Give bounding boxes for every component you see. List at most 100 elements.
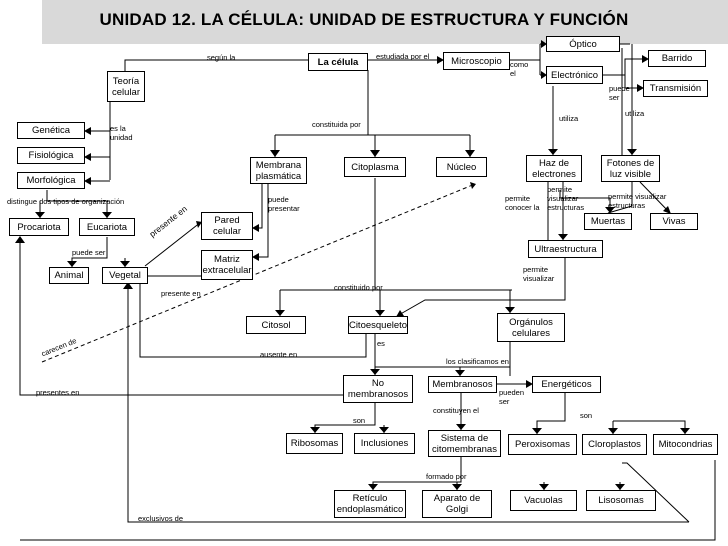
arrow-pared-veg <box>196 221 202 228</box>
node-morfologica: Morfológica <box>17 172 85 189</box>
node-electronico: Electrónico <box>546 66 603 84</box>
arrow-golgi <box>452 484 462 490</box>
arrow-pared <box>252 224 259 232</box>
arrow-ultra-citoesq <box>396 310 404 317</box>
arrow-fisiologica <box>84 153 91 161</box>
label-como-el: como el <box>510 60 529 78</box>
node-peroxisomas: Peroxisomas <box>508 434 577 455</box>
arrow-no-membranosos <box>370 369 380 375</box>
node-ultraestructura: Ultraestructura <box>528 240 603 258</box>
arrow-microscopio <box>437 56 444 64</box>
label-ausente-en: ausente en <box>260 350 298 359</box>
node-teoria-celular: Teoría celular <box>107 71 145 102</box>
node-optico: Óptico <box>546 36 620 52</box>
arrow-inclusiones <box>379 427 389 433</box>
node-organulos-celulares: Orgánulos celulares <box>497 313 565 342</box>
arrow-vegetal-exclusivos <box>123 282 133 289</box>
node-transmision: Transmisión <box>643 80 708 97</box>
arrow-haz <box>548 149 558 155</box>
arrow-ultra <box>558 234 568 240</box>
line-celula-teoria <box>124 59 308 76</box>
page-title: UNIDAD 12. LA CÉLULA: UNIDAD DE ESTRUCTU… <box>99 10 629 29</box>
label-formado-por: formado por <box>426 472 467 481</box>
label-permite-visualizar: permite visualizar <box>523 265 555 283</box>
label-permite-visualizar-estructuras-2: permite visualizar estructuras <box>608 192 667 210</box>
node-nucleo: Núcleo <box>436 157 487 177</box>
arrow-fotones <box>627 149 637 155</box>
arrow-procariota <box>35 212 45 218</box>
arrow-optico <box>541 40 547 48</box>
label-puede-ser-eucariota: puede ser <box>72 248 106 257</box>
arrow-vegetal <box>120 261 130 267</box>
label-constituida-por: constituida por <box>312 120 361 129</box>
node-inclusiones: Inclusiones <box>354 433 415 454</box>
arrow-membranosos <box>455 370 465 376</box>
line-membrana-matriz <box>253 184 269 258</box>
label-permite-conocer-la: permite conocer la <box>505 194 540 212</box>
label-presentes-en: presentes en <box>36 388 80 397</box>
line-exclusivos-de <box>622 462 690 523</box>
arrow-ribosomas <box>310 427 320 433</box>
arrow-peroxisomas <box>532 428 542 434</box>
line-son-mitocondrias <box>613 420 686 434</box>
node-energeticos: Energéticos <box>532 376 601 393</box>
label-pueden-ser: pueden ser <box>499 388 525 406</box>
label-permite-visualizar-estructuras: permite visualizar estructuras <box>547 185 585 212</box>
node-lisosomas: Lisosomas <box>586 490 656 511</box>
node-vegetal: Vegetal <box>102 267 148 284</box>
line-citoesqueleto-ausente <box>139 283 367 358</box>
arrow-cloroplastos <box>608 428 618 434</box>
label-exclusivos-de: exclusivos de <box>138 514 184 523</box>
node-no-membranosos: No membranosos <box>343 375 413 403</box>
label-utiliza-electronico: utiliza <box>559 114 579 123</box>
label-son-no-membranosos: son <box>353 416 366 425</box>
label-puede-ser: puede ser <box>609 84 630 102</box>
label-puede-presentar: puede presentar <box>268 195 300 213</box>
arrow-lisosomas <box>615 484 625 490</box>
label-estudiada-por-el: estudiada por el <box>376 52 430 61</box>
arrow-matriz <box>252 253 259 261</box>
arrow-citosol <box>275 310 285 316</box>
label-es-la-unidad: es la unidad <box>110 124 133 142</box>
node-membrana-plasmatica: Membrana plasmática <box>250 157 307 184</box>
arrow-morfologica <box>84 177 91 185</box>
arrow-sistema <box>456 424 466 430</box>
arrow-energeticos-h <box>526 380 533 388</box>
node-citosol: Citosol <box>246 316 306 334</box>
node-eucariota: Eucariota <box>79 218 135 236</box>
arrow-eucariota <box>102 212 112 218</box>
node-haz-electrones: Haz de electrones <box>526 155 582 182</box>
label-segun-la: según la <box>207 53 236 62</box>
node-ribosomas: Ribosomas <box>286 433 343 454</box>
node-aparato-golgi: Aparato de Golgi <box>422 490 492 518</box>
arrow-animal <box>67 261 77 267</box>
line-morfologica-tipos <box>46 190 108 202</box>
node-sistema-citomembranas: Sistema de citomembranas <box>428 430 501 457</box>
dashed-carecen-de <box>41 183 476 363</box>
line-electronico-barrido <box>603 58 648 76</box>
arrow-membrana <box>270 150 280 157</box>
arrow-procariota-presentes <box>15 236 25 243</box>
node-reticulo-endoplasmatico: Retículo endoplasmático <box>334 490 406 518</box>
line-electronico-transmision <box>603 74 643 89</box>
arrow-carecen-nucleo <box>470 182 476 189</box>
label-presente-en-matriz: presente en <box>161 289 201 298</box>
arrow-barrido <box>642 55 649 63</box>
line-membrana-pared <box>253 184 263 229</box>
node-muertas: Muertas <box>584 213 632 230</box>
arrow-organulos <box>505 307 515 313</box>
line-no-son <box>314 403 376 433</box>
label-utiliza-optico: utiliza <box>625 109 645 118</box>
label-son-energeticos: son <box>580 411 593 420</box>
node-barrido: Barrido <box>648 50 706 67</box>
line-energeticos-son <box>536 393 566 434</box>
arrow-reticulo <box>368 484 378 490</box>
line-fotones-muertas <box>607 182 633 214</box>
label-los-clasificamos-en: los clasificamos en <box>446 357 509 366</box>
arrow-vivas <box>663 206 671 214</box>
node-vacuolas: Vacuolas <box>510 490 577 511</box>
node-fisiologica: Fisiológica <box>17 147 85 164</box>
arrow-muertas <box>605 207 615 213</box>
